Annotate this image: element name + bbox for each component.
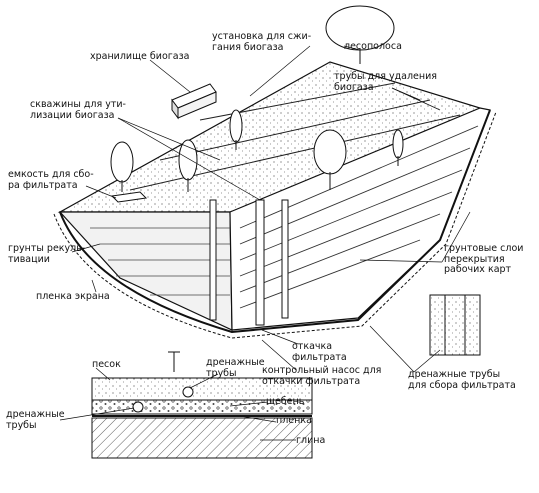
label-screen-film: пленка экрана bbox=[36, 291, 110, 302]
label-recult-soil: грунты рекуль- тивации bbox=[8, 243, 86, 265]
biogas-storage-box bbox=[171, 83, 217, 120]
label-removal-pipes: трубы для удаления биогаза bbox=[334, 71, 437, 93]
label-control-pump: контрольный насос для откачки фильтрата bbox=[262, 365, 382, 387]
label-drain-pipes-right: дренажные трубы для сбора фильтрата bbox=[408, 369, 516, 391]
label-burner: установка для сжи- гания биогаза bbox=[212, 31, 312, 53]
label-wells: скважины для ути- лизации биогаза bbox=[30, 99, 126, 121]
label-filtrate-tank: емкость для сбо- ра фильтрата bbox=[8, 169, 94, 191]
label-forest-belt: лесополоса bbox=[344, 41, 402, 52]
label-biogas-storage: хранилище биогаза bbox=[90, 51, 190, 62]
landfill-front-slope bbox=[58, 211, 233, 331]
label-pumping: откачка фильтрата bbox=[292, 341, 347, 363]
screen-film-line bbox=[59, 109, 491, 334]
label-gravel: щебень bbox=[266, 396, 305, 407]
filtrate-tank bbox=[110, 191, 148, 203]
landfill-right-slope bbox=[229, 107, 491, 331]
label-drain-pipes-left: дренажные трубы bbox=[6, 409, 65, 431]
cover-layers-inset bbox=[429, 294, 481, 356]
leader-lines bbox=[59, 45, 471, 441]
label-drain-pipes-detail: дренажные трубы bbox=[206, 357, 265, 379]
label-cover-soil: грунтовые слои перекрытия рабочих карт bbox=[444, 243, 524, 275]
label-sand: песок bbox=[92, 359, 121, 370]
label-film: пленка bbox=[276, 415, 312, 426]
liner-detail-section bbox=[91, 351, 313, 459]
label-clay: глина bbox=[296, 435, 326, 446]
drain-gravel-line bbox=[53, 111, 497, 339]
